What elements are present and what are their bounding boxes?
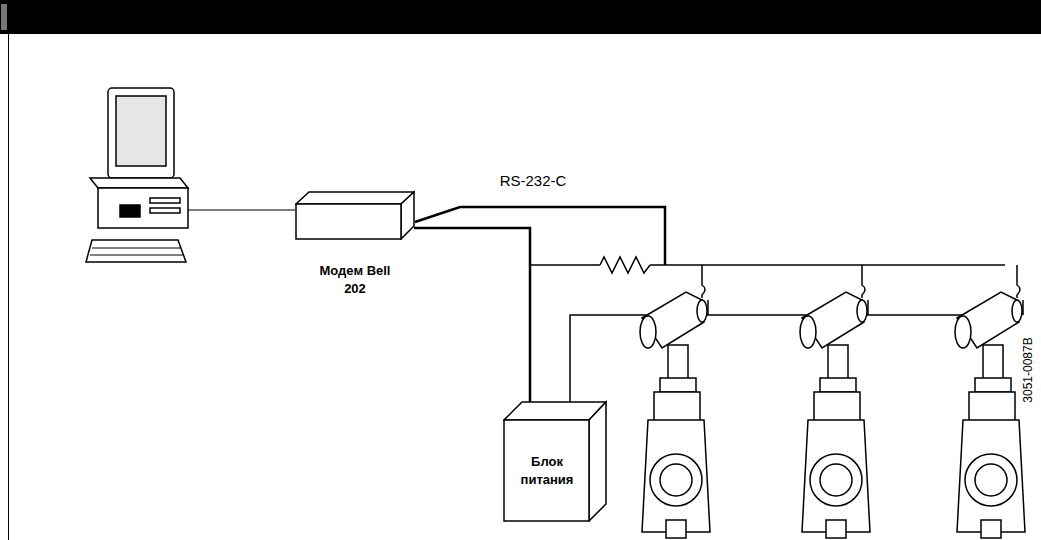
modem-label: Модем Bell 202: [316, 262, 394, 298]
transmitters: [640, 265, 1025, 538]
header-mark: [1, 4, 7, 30]
panel-border: [8, 34, 9, 540]
loop-wire: [414, 228, 530, 406]
modem-box: Модем Bell 202: [295, 190, 415, 240]
power-supply-label: Блок питания: [508, 453, 586, 489]
signal-label: RS-232-C: [500, 172, 567, 189]
resistor-symbol: [600, 257, 650, 273]
computer: [86, 88, 188, 262]
power-supply-box: Блок питания: [503, 400, 607, 522]
modem-outline: [295, 190, 415, 240]
header-bar: [0, 0, 1041, 34]
figure-number: 3051-0087B: [1021, 337, 1035, 402]
